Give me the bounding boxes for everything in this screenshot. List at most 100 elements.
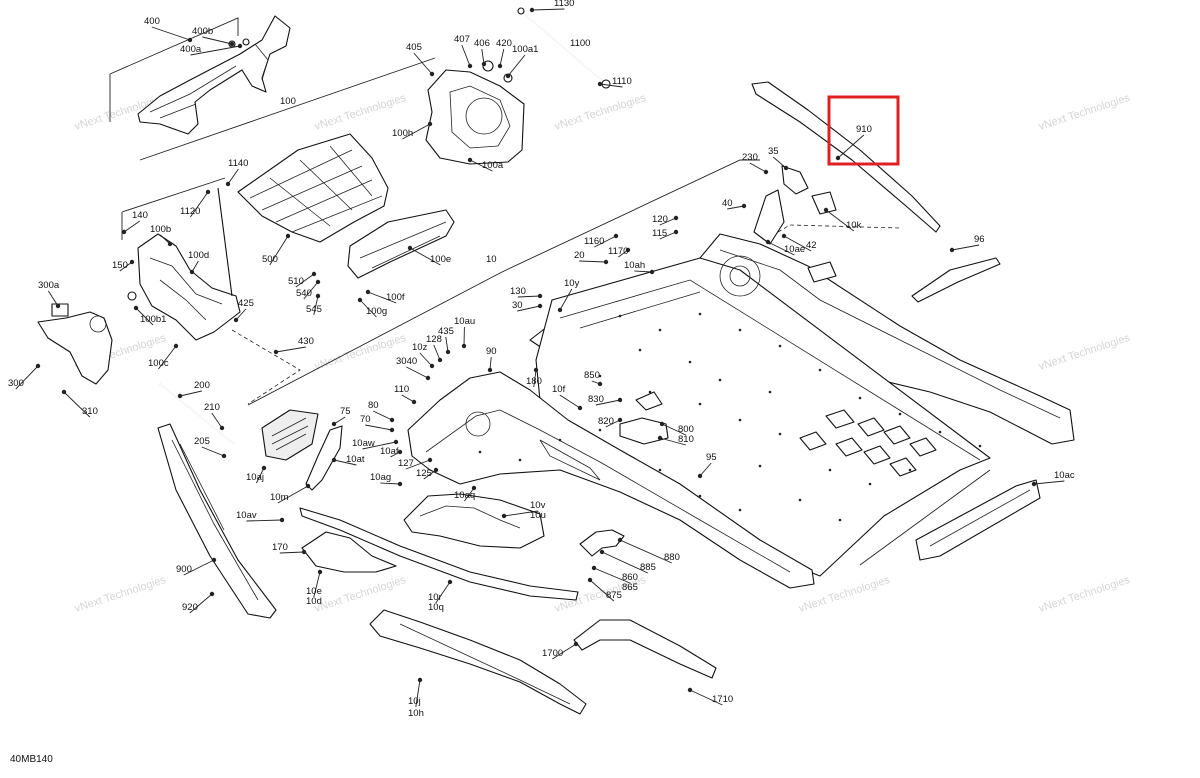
leader-line-100c — [158, 345, 177, 370]
leader-line-200 — [179, 390, 202, 397]
fastener-dot-20 — [603, 259, 609, 265]
callout-label-10j: 10j — [408, 696, 421, 707]
fastener-dot-880 — [617, 537, 623, 543]
frame-hole — [598, 374, 602, 378]
callout-label-150: 150 — [112, 260, 128, 271]
fastener-dot-10ag — [397, 481, 403, 487]
fastener-dot-10e — [317, 569, 323, 575]
frame-hole — [558, 438, 562, 442]
fastener-dot-130 — [537, 293, 543, 299]
callout-label-310: 310 — [82, 406, 98, 417]
fastener-dot-1700 — [573, 641, 579, 647]
callout-label-70: 70 — [360, 414, 371, 425]
bracket-10m-part — [305, 425, 343, 491]
highlight-box — [827, 95, 900, 166]
fastener-dot-300a — [55, 303, 61, 309]
fastener-dot-400 — [187, 37, 193, 43]
fastener-dot-110 — [411, 399, 417, 405]
fastener-dot-1130 — [529, 7, 535, 13]
fastener-dot-435 — [445, 349, 451, 355]
leader-line-120 — [659, 217, 677, 226]
callout-label-120: 120 — [652, 214, 668, 225]
fastener-dot-1710 — [687, 687, 693, 693]
callout-label-10m: 10m — [270, 492, 289, 503]
frame-hole — [778, 432, 782, 436]
callout-label-425: 425 — [238, 298, 254, 309]
fastener-dot-1170 — [625, 247, 631, 253]
leader-line-95 — [699, 462, 712, 477]
fastener-dot-230 — [763, 169, 769, 175]
fastener-dot-850 — [597, 381, 603, 387]
callout-label-1130: 1130 — [554, 0, 574, 9]
fastener-dot-10aj — [261, 465, 267, 471]
leader-line-128 — [433, 344, 441, 361]
frame-hole — [978, 444, 982, 448]
fastener-dot-150 — [129, 259, 135, 265]
frame-hole — [898, 412, 902, 416]
crossmember-10v-part — [403, 493, 545, 549]
group-outlines — [109, 17, 991, 566]
watermark: vNext Technologies — [1037, 574, 1132, 615]
callout-label-405: 405 — [406, 42, 422, 53]
leader-line-150 — [119, 261, 133, 272]
leader-line-10aw — [362, 441, 397, 450]
leader-line-545 — [313, 295, 319, 316]
front-support-100a-part — [425, 60, 525, 165]
callout-label-885: 885 — [640, 562, 656, 573]
fastener-dot-820 — [617, 417, 623, 423]
leader-line-1160 — [594, 235, 617, 248]
callout-label-10r: 10r — [428, 592, 442, 603]
callout-label-100f: 100f — [386, 292, 405, 303]
leader-line-125 — [423, 469, 437, 480]
callout-label-10: 10 — [486, 254, 497, 265]
fastener-dot-10ae — [765, 239, 771, 245]
callout-label-830: 830 — [588, 394, 604, 405]
leader-line-1140 — [227, 168, 239, 185]
callout-label-407: 407 — [454, 34, 470, 45]
fastener-dot-10af — [397, 449, 403, 455]
fastener-dots — [478, 312, 982, 522]
leader-line-110 — [401, 394, 415, 403]
fastener-dot-10aw — [393, 439, 399, 445]
callout-label-42: 42 — [806, 240, 817, 251]
fastener-dot-120 — [673, 215, 679, 221]
bar-1700-part — [573, 619, 717, 679]
fastener-dot-810 — [657, 435, 663, 441]
leader-line-75 — [333, 416, 346, 425]
leader-line-885 — [601, 551, 648, 574]
watermark: vNext Technologies — [73, 574, 168, 615]
callout-label-100h: 100h — [392, 128, 413, 139]
callout-label-400a: 400a — [180, 44, 202, 55]
fastener-dot-910 — [835, 155, 841, 161]
leader-line-860 — [593, 567, 630, 584]
watermark: vNext Technologies — [313, 574, 408, 615]
callout-label-40: 40 — [722, 198, 733, 209]
frame-hole — [768, 390, 772, 394]
fastener-dot-10ac — [1031, 481, 1037, 487]
fastener-dot-900 — [211, 557, 217, 563]
callout-label-1100: 1100 — [570, 38, 590, 49]
leader-line-40 — [727, 205, 745, 210]
side-structure-100-part — [127, 187, 241, 341]
callout-label-1710: 1710 — [712, 694, 733, 705]
leader-line-425 — [235, 308, 247, 321]
frame-hole — [698, 494, 702, 498]
callout-label-1110: 1110 — [612, 76, 632, 87]
leader-line-20 — [579, 260, 607, 263]
callout-label-205: 205 — [194, 436, 210, 447]
leader-line-10j — [415, 679, 421, 708]
leader-line-10aq — [464, 487, 475, 502]
callout-label-875: 875 — [606, 590, 622, 601]
fastener-dot-140 — [121, 229, 127, 235]
fastener-dot-430 — [273, 349, 279, 355]
callout-label-10ah: 10ah — [624, 260, 645, 271]
callout-label-10z: 10z — [412, 342, 428, 353]
callout-label-100c: 100c — [148, 358, 169, 369]
callout-label-300: 300 — [8, 378, 24, 389]
fastener-dot-885 — [599, 549, 605, 555]
watermark: vNext Technologies — [313, 92, 408, 133]
leader-line-180 — [533, 369, 537, 388]
fastener-dot-500 — [285, 233, 291, 239]
leader-line-1120 — [190, 191, 209, 218]
